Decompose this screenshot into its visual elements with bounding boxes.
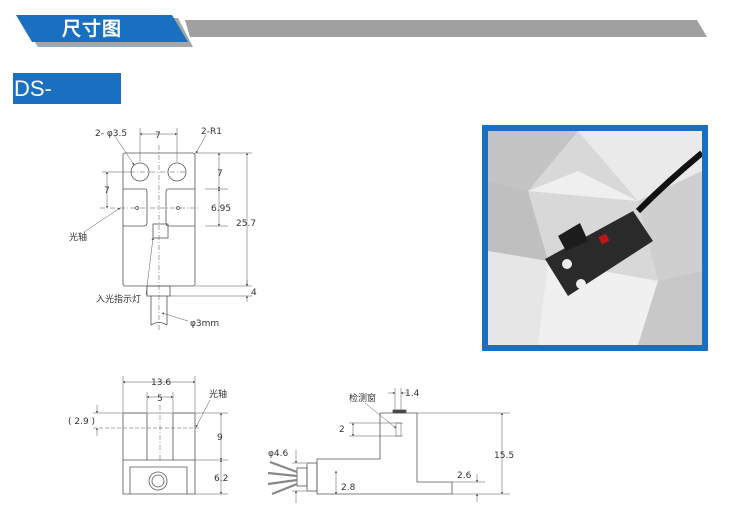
dim-foot-height: 2.6 (457, 471, 472, 481)
dim-hole-to-slot: 7 (217, 169, 223, 179)
dim-window-width: 1.4 (405, 389, 420, 399)
header-gray-bar (185, 20, 707, 37)
label-indicator: 入光指示灯 (96, 293, 141, 305)
side-view-drawing (267, 388, 510, 503)
dim-stub-length: 4 (251, 288, 257, 298)
header-blue-tab (16, 15, 188, 42)
dim-axis-offset: ( 2.9 ) (68, 417, 95, 427)
dim-hole-pitch: 7 (155, 131, 161, 141)
dim-slot-depth: 6.95 (211, 204, 231, 214)
dim-base-height: 6.2 (214, 474, 228, 484)
sensor-image (488, 131, 702, 345)
product-photo (482, 125, 708, 351)
top-view-drawing (83, 128, 252, 330)
dim-front-width: 13.6 (151, 378, 171, 388)
dim-stub-height: 2.8 (341, 483, 356, 493)
dim-body-height: 25.7 (236, 219, 256, 229)
dim-window-height: 2 (339, 425, 345, 435)
sensor-body (545, 211, 653, 296)
label-window: 检测窗 (349, 392, 376, 404)
dim-hole-to-axis: 7 (104, 186, 110, 196)
dim-arm-height: 9 (217, 433, 223, 443)
dim-slot-width: 5 (157, 394, 163, 404)
model-label: DS-U81(P) (13, 73, 121, 132)
front-view-drawing (93, 376, 228, 495)
dim-total-height: 15.5 (494, 451, 514, 461)
section-title: 尺寸图 (62, 18, 123, 40)
label-cable: φ3mm (190, 319, 219, 329)
dim-cable-dia: φ4.6 (268, 449, 289, 459)
label-front-optical-axis: 光轴 (209, 388, 227, 400)
dim-radius-label: 2-R1 (201, 127, 222, 137)
label-optical-axis: 光轴 (69, 231, 87, 243)
dim-hole-label: 2- φ3.5 (95, 129, 127, 139)
